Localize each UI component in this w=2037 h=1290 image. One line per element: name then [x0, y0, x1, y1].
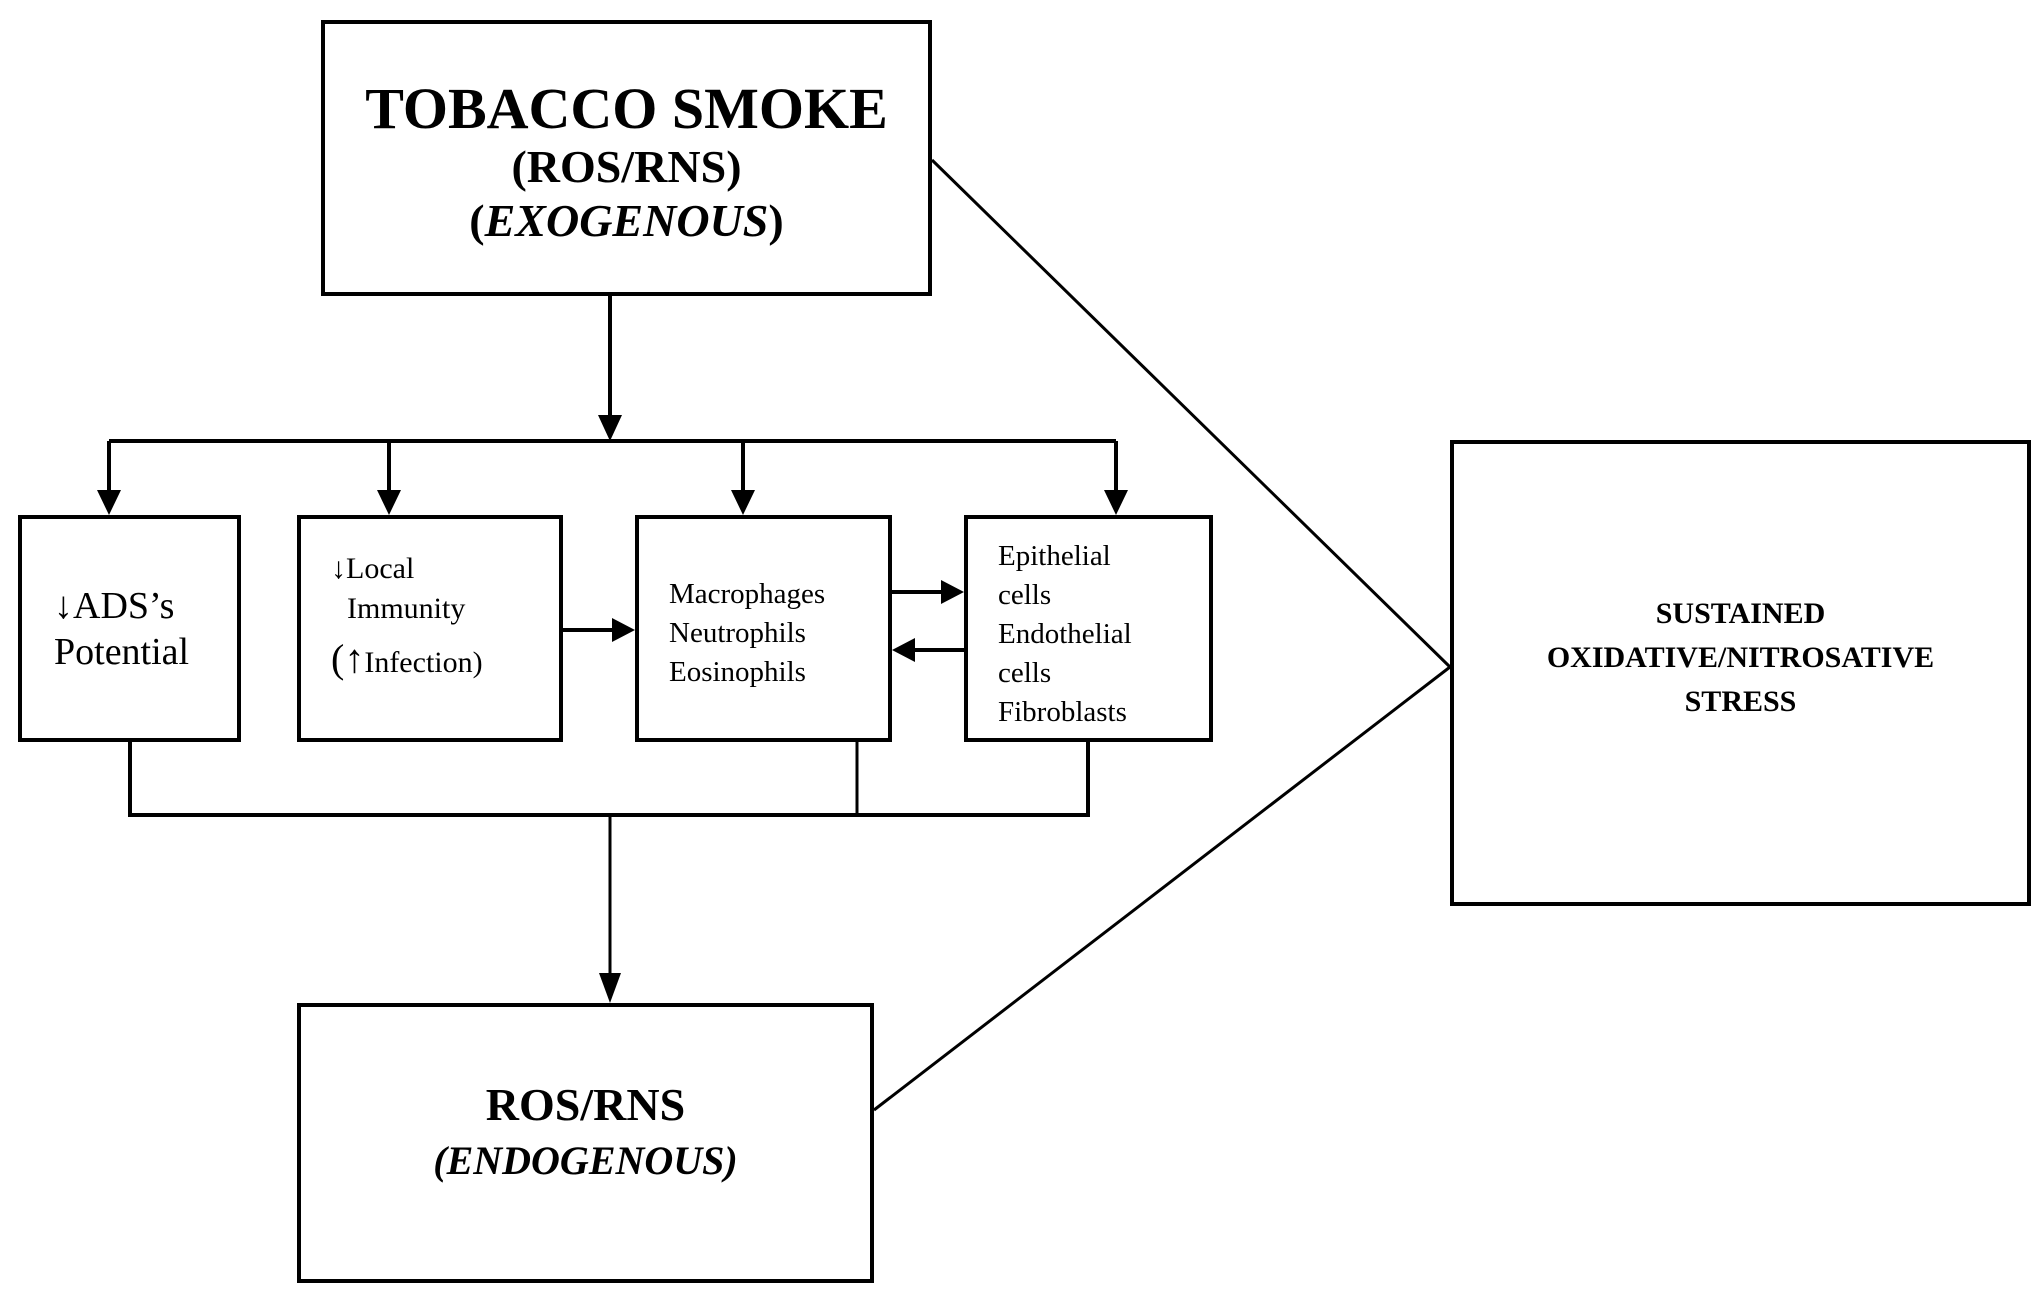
- arrowhead-tissue-to-cells: [892, 638, 915, 662]
- arrowhead-to-immunity: [377, 490, 401, 515]
- tissue-cell-line: cells: [998, 579, 1052, 611]
- stress-line-3: STRESS: [1684, 685, 1797, 718]
- tissue-cell-line: cells: [998, 657, 1052, 689]
- up-arrow-icon: ↑: [344, 636, 365, 681]
- tobacco-subtitle: (ROS/RNS): [511, 141, 742, 192]
- arrowhead-immunity-to-cells: [612, 618, 635, 642]
- ads-line-2: Potential: [54, 630, 190, 673]
- immunity-line-2: Immunity: [347, 592, 466, 625]
- tobacco-title: TOBACCO SMOKE: [365, 76, 888, 141]
- tobacco-smoke-box: TOBACCO SMOKE (ROS/RNS) (EXOGENOUS): [321, 20, 932, 296]
- edge-endogenous-to-stress: [873, 665, 1451, 1112]
- immune-cell-item: Eosinophils: [669, 656, 806, 688]
- arrowhead-to-ads: [97, 490, 121, 515]
- arrowhead-to-immune-cells: [731, 490, 755, 515]
- arrowhead-cells-to-tissue: [941, 580, 964, 604]
- local-immunity-box: ↓Local Immunity (↑Infection): [297, 515, 563, 742]
- stress-line-2: OXIDATIVE/NITROSATIVE: [1546, 641, 1935, 674]
- sustained-stress-box: SUSTAINED OXIDATIVE/NITROSATIVE STRESS: [1450, 440, 2031, 906]
- tobacco-origin: (EXOGENOUS): [469, 195, 784, 246]
- endogenous-title: ROS/RNS: [485, 1079, 686, 1130]
- endogenous-ros-box: ROS/RNS (ENDOGENOUS): [297, 1003, 874, 1283]
- immunity-line-1: ↓Local: [331, 552, 415, 585]
- ads-line-1: ↓ADS’s: [54, 584, 175, 627]
- arrowhead-to-endogenous: [599, 973, 621, 1003]
- tissue-cell-line: Fibroblasts: [998, 696, 1127, 728]
- tissue-cell-line: Epithelial: [998, 540, 1111, 572]
- immune-cell-item: Neutrophils: [669, 617, 806, 649]
- immunity-line-3: (↑Infection): [331, 636, 483, 681]
- edge-tobacco-to-stress: [930, 158, 1452, 669]
- immune-cell-item: Macrophages: [669, 578, 826, 610]
- arrowhead-tobacco-down: [598, 415, 622, 441]
- stress-line-1: SUSTAINED: [1655, 597, 1826, 630]
- ads-potential-box: ↓ADS’s Potential: [18, 515, 241, 742]
- immune-cells-box: Macrophages Neutrophils Eosinophils: [635, 515, 892, 742]
- tissue-cell-line: Endothelial: [998, 618, 1132, 650]
- arrowhead-to-tissue-cells: [1104, 490, 1128, 515]
- endogenous-origin: (ENDOGENOUS): [433, 1138, 738, 1183]
- tissue-cells-box: Epithelial cells Endothelial cells Fibro…: [964, 515, 1213, 742]
